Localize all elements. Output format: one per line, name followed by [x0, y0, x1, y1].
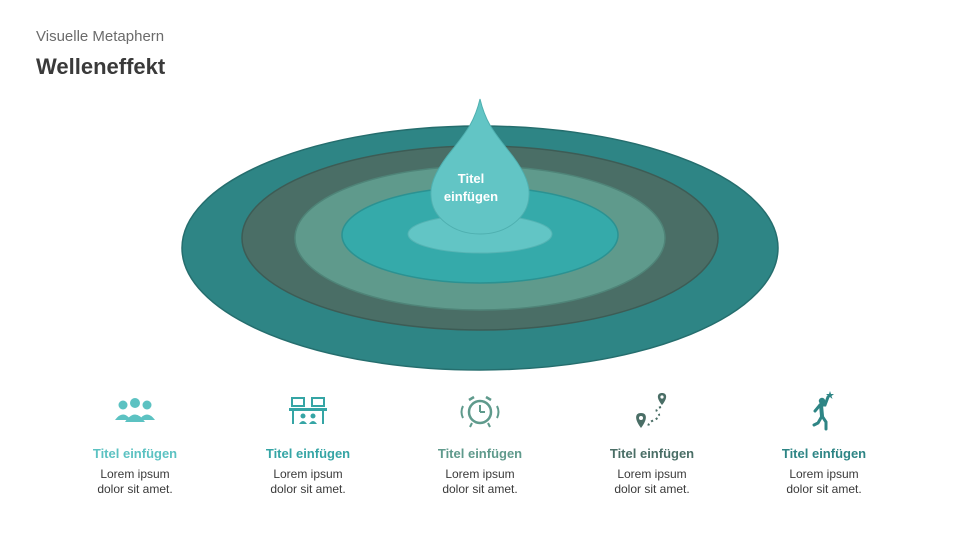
feature-title-3: Titel einfügen — [437, 446, 523, 461]
feature-text-1-line1: Lorem ipsum — [100, 467, 170, 481]
group-icon — [55, 388, 215, 434]
feature-item-3: Titel einfügen Lorem ipsum dolor sit ame… — [400, 388, 560, 497]
slide-title: Welleneffekt — [36, 54, 166, 79]
feature-text-1: Lorem ipsum dolor sit amet. — [55, 467, 215, 497]
feature-text-4-line1: Lorem ipsum — [617, 467, 687, 481]
meeting-desk-icon — [228, 388, 388, 434]
feature-text-2-line1: Lorem ipsum — [273, 467, 343, 481]
feature-text-3-line1: Lorem ipsum — [445, 467, 515, 481]
feature-text-4-line2: dolor sit amet. — [614, 482, 690, 496]
feature-text-1-line2: dolor sit amet. — [97, 482, 173, 496]
feature-item-2: Titel einfügen Lorem ipsum dolor sit ame… — [228, 388, 388, 497]
drop-label-line2: einfügen — [443, 189, 499, 204]
feature-item-1: Titel einfügen Lorem ipsum dolor sit ame… — [55, 388, 215, 497]
slide-subtitle: Visuelle Metaphern — [36, 28, 165, 45]
feature-text-2-line2: dolor sit amet. — [270, 482, 346, 496]
alarm-clock-icon — [400, 388, 560, 434]
feature-text-2: Lorem ipsum dolor sit amet. — [228, 467, 388, 497]
feature-title-4: Titel einfügen — [609, 446, 695, 461]
feature-text-5-line2: dolor sit amet. — [786, 482, 862, 496]
feature-item-5: Titel einfügen Lorem ipsum dolor sit ame… — [744, 388, 904, 497]
feature-title-2: Titel einfügen — [265, 446, 351, 461]
water-drop-shape — [430, 98, 530, 235]
feature-text-5: Lorem ipsum dolor sit amet. — [744, 467, 904, 497]
feature-title-1: Titel einfügen — [92, 446, 178, 461]
reaching-star-icon — [744, 388, 904, 434]
feature-item-4: Titel einfügen Lorem ipsum dolor sit ame… — [572, 388, 732, 497]
feature-text-5-line1: Lorem ipsum — [789, 467, 859, 481]
feature-text-3-line2: dolor sit amet. — [442, 482, 518, 496]
feature-title-5: Titel einfügen — [781, 446, 867, 461]
feature-text-3: Lorem ipsum dolor sit amet. — [400, 467, 560, 497]
feature-text-4: Lorem ipsum dolor sit amet. — [572, 467, 732, 497]
route-pin-icon — [572, 388, 732, 434]
drop-label-line1: Titel — [457, 171, 485, 186]
drop-label: Titel einfügen — [431, 170, 511, 206]
